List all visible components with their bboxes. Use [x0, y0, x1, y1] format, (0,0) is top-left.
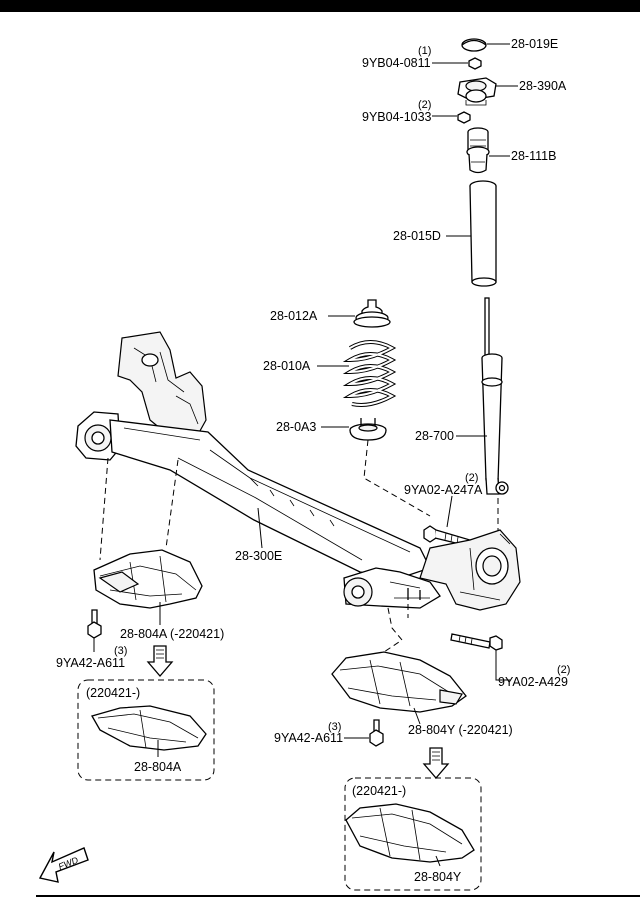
label-28-390A: 28-390A [519, 79, 567, 93]
mount-cap-part[interactable] [461, 38, 487, 52]
label-9YA42-A611-left: 9YA42-A611 [56, 656, 125, 670]
label-28-804A-date: 28-804A (-220421) [120, 627, 224, 641]
qty-2a: (2) [418, 99, 431, 111]
shock-absorber-part[interactable] [481, 297, 509, 495]
label-28-804Y-date: 28-804Y (-220421) [408, 723, 513, 737]
label-28-012A: 28-012A [270, 309, 318, 323]
lower-spring-seat-part[interactable] [349, 418, 387, 441]
label-9YA02-A247A: 9YA02-A247A [404, 483, 483, 497]
bump-stop-part[interactable] [466, 127, 490, 174]
bolt-a611-left-part[interactable] [87, 609, 102, 639]
supersession-arrow-left-icon [146, 645, 174, 677]
label-28-111B: 28-111B [511, 149, 556, 163]
qty-2c: (2) [557, 664, 570, 676]
bolt-a611-right-part[interactable] [369, 719, 384, 747]
box-left-header: (220421-) [86, 686, 140, 700]
label-28-010A: 28-010A [263, 359, 311, 373]
label-28-804Y: 28-804Y [414, 870, 462, 884]
forward-direction-icon: FWD [38, 847, 89, 883]
under-cover-804y-new-part[interactable] [345, 803, 475, 863]
fwd-label: FWD [57, 855, 80, 872]
nut-0811-part[interactable] [468, 57, 482, 70]
label-28-015D: 28-015D [393, 229, 441, 243]
qty-3b: (3) [328, 721, 341, 733]
under-cover-804a-part[interactable] [93, 549, 203, 609]
label-28-019E: 28-019E [511, 37, 558, 51]
supersession-arrow-right-icon [422, 747, 450, 779]
label-9YB04-0811: 9YB04-0811 [362, 56, 431, 70]
under-cover-804y-part[interactable] [331, 651, 467, 713]
label-9YA42-A611-right: 9YA42-A611 [274, 731, 343, 745]
label-28-0A3: 28-0A3 [276, 420, 316, 434]
qty-2b: (2) [465, 472, 478, 484]
bottom-border-line [36, 895, 640, 897]
rear-axle-beam-part[interactable] [75, 331, 521, 611]
upper-spring-seat-part[interactable] [353, 299, 391, 328]
label-28-700: 28-700 [415, 429, 454, 443]
nut-1033-part[interactable] [457, 111, 471, 124]
qty-1: (1) [418, 45, 431, 57]
label-9YA02-A429: 9YA02-A429 [498, 675, 568, 689]
label-9YB04-1033: 9YB04-1033 [362, 110, 432, 124]
strut-mount-part[interactable] [457, 77, 497, 106]
label-28-804A: 28-804A [134, 760, 182, 774]
label-28-300E: 28-300E [235, 549, 282, 563]
qty-3a: (3) [114, 645, 127, 657]
revision-box-left [77, 679, 215, 781]
coil-spring-part[interactable] [342, 340, 397, 407]
under-cover-804a-new-part[interactable] [91, 705, 207, 751]
box-right-header: (220421-) [352, 784, 406, 798]
top-border-bar [0, 0, 640, 12]
bolt-a429-part[interactable] [450, 633, 503, 651]
dust-boot-part[interactable] [469, 180, 497, 287]
